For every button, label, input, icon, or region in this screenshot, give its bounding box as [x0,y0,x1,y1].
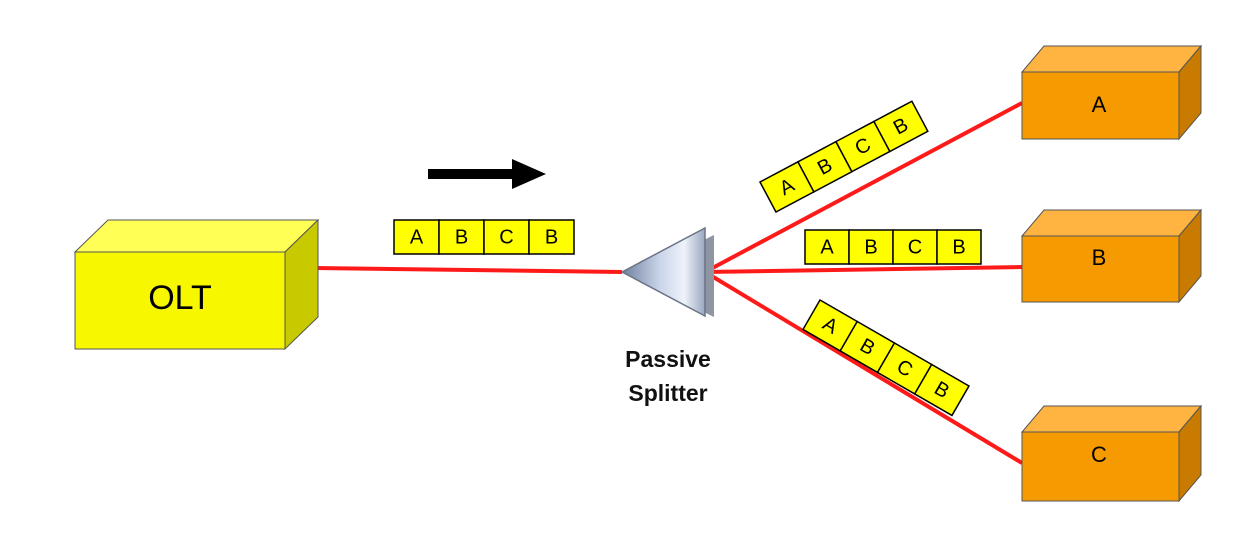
fiber-to-onu-a [704,101,1023,274]
packet-cell: C [876,341,933,395]
fiber-lines [314,101,1024,465]
splitter-label-line2: Splitter [628,380,707,406]
packet-cell-label: C [499,226,513,248]
packet-cell: C [483,219,530,255]
packet-cell-label: B [864,236,877,258]
feeder-fiber [314,266,623,274]
packet-cell: B [872,100,929,153]
packet-cell-label: A [410,226,424,248]
packet-cell-label: B [545,226,558,248]
packet-cell: B [913,363,970,417]
onu-c-box: C [1020,404,1203,503]
onu-a-label: A [1092,92,1107,117]
olt-box: OLT [73,218,320,351]
packet-cell: B [839,320,896,374]
packet-cell: B [936,229,982,265]
arrow-right-icon [428,159,546,189]
onu-b-box: B [1020,208,1203,304]
packet-cell: A [758,160,815,214]
packet-cell: C [892,229,938,265]
packet-cell-label: B [455,226,468,248]
packet-cell-label: A [820,236,834,258]
packet-cell: B [848,229,894,265]
packet-cell: A [801,298,859,352]
onu-a-box: A [1020,44,1203,141]
passive-splitter: Passive Splitter [620,226,714,406]
packet-cell: B [796,140,853,193]
packet-cell-label: B [952,236,965,258]
fiber-to-onu-b [704,265,1023,274]
splitter-label-line1: Passive [625,346,711,372]
packet-cell: A [804,229,850,265]
packet-cell: A [393,219,440,255]
packet-cell: B [438,219,485,255]
onu-c-label: C [1091,442,1107,467]
onu-b-label: B [1092,245,1107,270]
packet-cell: B [528,219,575,255]
packet-cell-label: C [908,236,922,258]
olt-label: OLT [148,279,212,317]
fiber-to-onu-c [703,270,1024,465]
